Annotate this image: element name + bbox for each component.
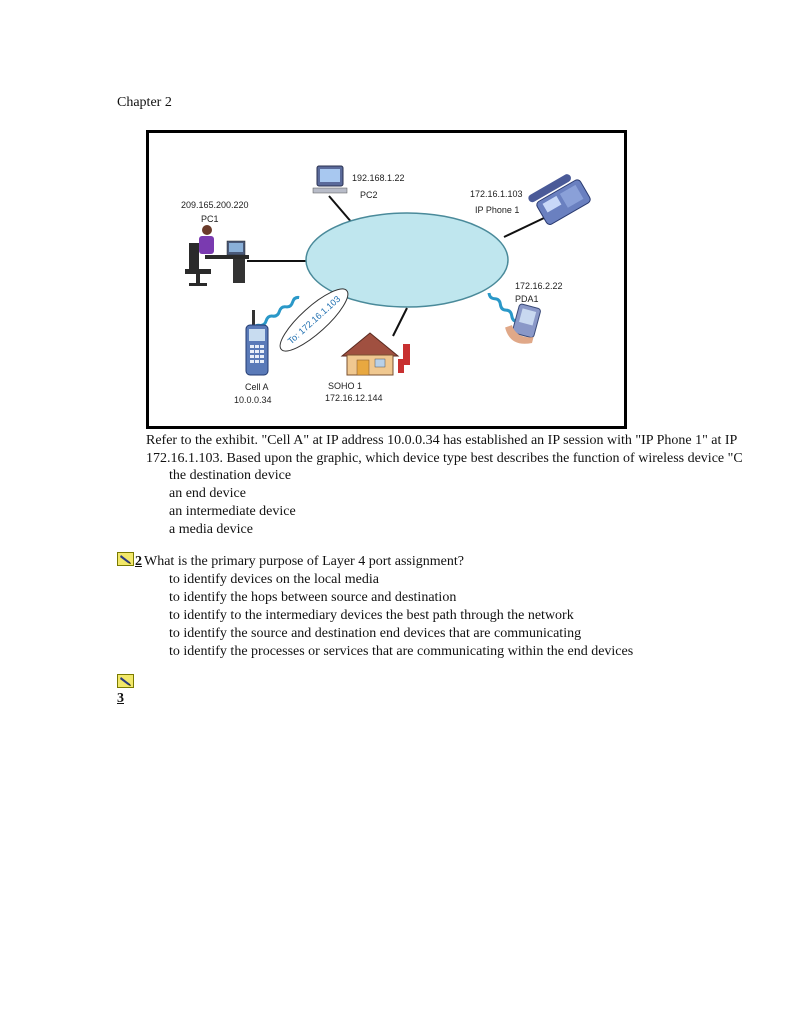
pencil-icon[interactable]	[117, 552, 134, 566]
question1-option[interactable]: the destination device	[169, 468, 292, 483]
ipphone-name-label: IP Phone 1	[475, 205, 519, 215]
question3-number[interactable]: 3	[117, 691, 124, 706]
question1-text-line2: 172.16.1.103. Based upon the graphic, wh…	[146, 451, 743, 466]
question1-option[interactable]: a media device	[169, 522, 253, 537]
link-soho	[392, 307, 408, 337]
cell-name-label: Cell A	[245, 382, 269, 392]
pc2-name-label: PC2	[360, 190, 378, 200]
cell-phone-icon	[245, 310, 269, 376]
cell-ip-label: 10.0.0.34	[234, 395, 272, 405]
question2-option[interactable]: to identify the processes or services th…	[169, 644, 634, 659]
question2-text: What is the primary purpose of Layer 4 p…	[144, 554, 464, 569]
pda-name-label: PDA1	[515, 294, 539, 304]
pencil-icon[interactable]	[117, 674, 134, 688]
pc2-icon	[312, 165, 348, 194]
soho-ip-label: 172.16.12.144	[325, 393, 383, 403]
ipphone-ip-label: 172.16.1.103	[470, 189, 523, 199]
pc2-ip-label: 192.168.1.22	[352, 173, 405, 183]
question1-option[interactable]: an intermediate device	[169, 504, 296, 519]
exhibit-diagram: To: 172.16.1.103 192.168.1.22 PC2 209.16…	[146, 130, 627, 429]
question2-option[interactable]: to identify devices on the local media	[169, 572, 379, 587]
question1-option[interactable]: an end device	[169, 486, 246, 501]
question1-text-line1: Refer to the exhibit. "Cell A" at IP add…	[146, 433, 738, 448]
pc1-icon	[185, 225, 249, 286]
ip-phone-icon	[528, 174, 591, 225]
question2-option[interactable]: to identify to the intermediary devices …	[169, 608, 574, 623]
chapter-heading: Chapter 2	[117, 95, 172, 110]
network-diagram: To: 172.16.1.103 192.168.1.22 PC2 209.16…	[181, 165, 591, 405]
network-cloud	[305, 212, 509, 308]
pc1-name-label: PC1	[201, 214, 219, 224]
question2-number[interactable]: 2	[135, 554, 142, 569]
link-ipphone	[503, 217, 545, 238]
question2-option[interactable]: to identify the source and destination e…	[169, 626, 582, 641]
pda-ip-label: 172.16.2.22	[515, 281, 563, 291]
destination-bubble: To: 172.16.1.103	[279, 288, 349, 352]
pc1-ip-label: 209.165.200.220	[181, 200, 249, 210]
soho-house-icon	[340, 332, 410, 376]
soho-name-label: SOHO 1	[328, 381, 362, 391]
question2-option[interactable]: to identify the hops between source and …	[169, 590, 457, 605]
pda-icon	[505, 303, 541, 344]
